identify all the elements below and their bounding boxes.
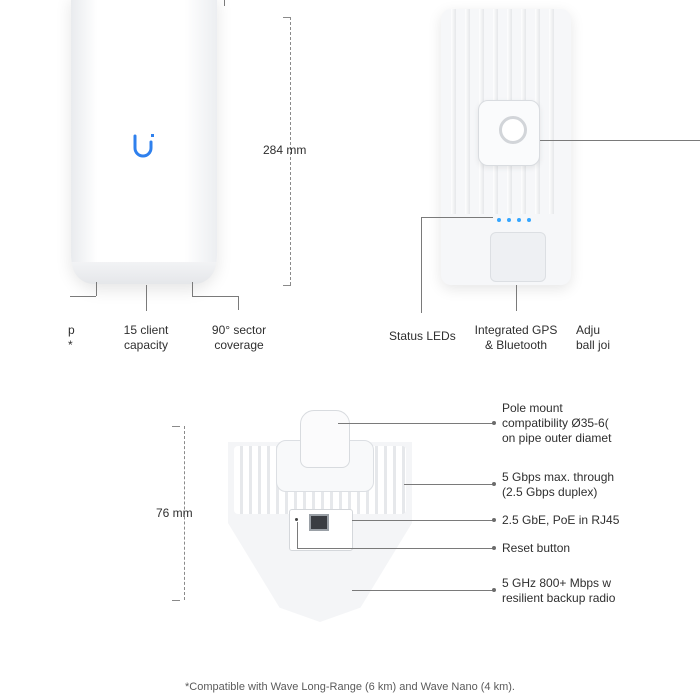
dimension-tick-bottom <box>283 285 291 286</box>
poe-label: 2.5 GbE, PoE in RJ45 <box>502 513 620 527</box>
callout-line-gps <box>516 285 517 311</box>
callout-line-radio <box>352 590 494 591</box>
callout-line-left <box>96 282 97 296</box>
dimension-line <box>290 17 291 285</box>
height-label-bottom: 76 mm <box>156 506 193 520</box>
callout-dot <box>492 482 496 486</box>
sector-coverage-label: 90° sector coverage <box>211 323 267 352</box>
throughput-label: 5 Gbps max. through (2.5 Gbps duplex) <box>502 470 615 499</box>
callout-line-capacity <box>146 285 147 311</box>
footnote: *Compatible with Wave Long-Range (6 km) … <box>185 681 515 693</box>
mount-hole-icon <box>499 116 527 144</box>
dimension-tick-top <box>283 17 291 18</box>
callout-dot <box>492 421 496 425</box>
height-label: 284 mm <box>263 143 307 157</box>
callout-line-left-h <box>70 296 96 297</box>
ubiquiti-logo-icon <box>131 132 157 160</box>
callout-line-pole <box>338 423 494 424</box>
backup-radio-label: 5 GHz 800+ Mbps w resilient backup radio <box>502 576 616 605</box>
cylinder-device-base <box>72 262 216 284</box>
gps-bluetooth-label: Integrated GPS & Bluetooth <box>474 323 558 352</box>
dimension-line <box>184 426 185 600</box>
ball-joint-mount <box>478 100 540 166</box>
ball-joint-label: Adju ball joi <box>576 323 611 352</box>
callout-line-sector-v2 <box>238 296 239 310</box>
client-capacity-label: 15 client capacity <box>123 323 169 352</box>
pole-mount-label: Pole mount compatibility Ø35-6( on pipe … <box>502 401 612 445</box>
status-led-icon <box>507 218 511 222</box>
callout-line-reset-v <box>297 522 298 548</box>
callout-dot <box>492 588 496 592</box>
status-led-icon <box>527 218 531 222</box>
callout-line-throughput <box>404 484 494 485</box>
callout-line-leds-v <box>421 217 422 313</box>
reset-pinhole-icon <box>295 518 298 521</box>
callout-line-sector <box>192 282 193 296</box>
partial-left-label: p * <box>68 323 75 352</box>
cylinder-device-image <box>71 0 217 284</box>
status-led-icon <box>497 218 501 222</box>
reset-button-label: Reset button <box>502 541 571 555</box>
status-led-icon <box>517 218 521 222</box>
rj45-port-icon <box>309 514 329 531</box>
callout-line-reset <box>297 548 494 549</box>
top-connector-line <box>224 0 225 6</box>
callout-line-sector-h <box>192 296 238 297</box>
pole-mount-knob <box>300 410 350 468</box>
dimension-tick-bottom <box>172 600 180 601</box>
callout-line-poe <box>352 520 494 521</box>
callout-dot <box>492 518 496 522</box>
callout-line-leds-h <box>421 217 493 218</box>
dimension-tick-top <box>172 426 180 427</box>
callout-dot <box>492 546 496 550</box>
panel-port-door <box>490 232 546 282</box>
status-leds-label: Status LEDs <box>389 329 456 343</box>
callout-line-ball-joint <box>540 140 700 141</box>
